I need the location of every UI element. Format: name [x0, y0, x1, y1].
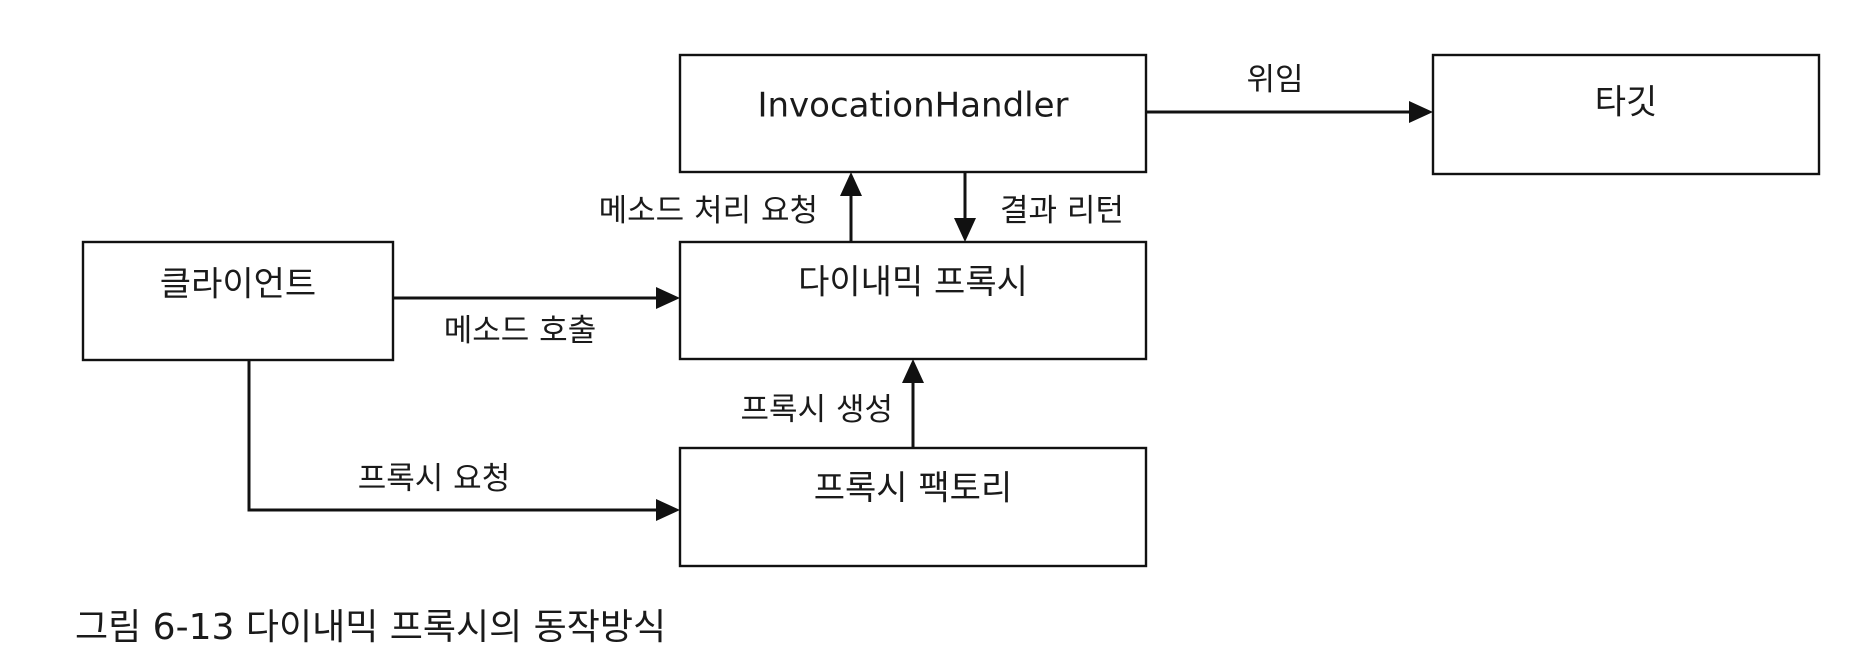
- proxy-factory-node: 프록시 팩토리: [678, 446, 1148, 568]
- method-processing-request-label: 메소드 처리 요청: [599, 193, 818, 229]
- dynamic-proxy-node: 다이내믹 프록시: [678, 240, 1148, 361]
- proxy-request-arrowhead: [656, 499, 680, 521]
- delegate-label: 위임: [1246, 62, 1303, 98]
- invocation-handler-node: InvocationHandler: [678, 53, 1148, 174]
- proxy-factory-label: 프록시 팩토리: [814, 469, 1013, 509]
- delegate-arrowhead: [1409, 101, 1433, 123]
- delegate-edge: 위임: [1146, 62, 1433, 123]
- proxy-request-label: 프록시 요청: [358, 461, 510, 497]
- figure-caption: 그림 6-13 다이내믹 프록시의 동작방식: [75, 607, 667, 648]
- target-node: 타깃: [1431, 53, 1821, 176]
- proxy-creation-label: 프록시 생성: [741, 392, 893, 428]
- invocation-handler-label: InvocationHandler: [757, 86, 1068, 126]
- proxy-creation-edge: 프록시 생성: [741, 359, 924, 448]
- method-processing-request-arrowhead: [840, 172, 862, 196]
- method-call-edge: 메소드 호출: [393, 287, 680, 349]
- result-return-edge: 결과 리턴: [954, 172, 1124, 242]
- target-label: 타깃: [1595, 83, 1658, 123]
- dynamic-proxy-label: 다이내믹 프록시: [798, 263, 1028, 303]
- result-return-label: 결과 리턴: [1000, 193, 1124, 229]
- method-call-arrowhead: [656, 287, 680, 309]
- client-node: 클라이언트: [81, 240, 395, 362]
- proxy-creation-arrowhead: [902, 359, 924, 383]
- client-label: 클라이언트: [160, 265, 316, 305]
- result-return-arrowhead: [954, 218, 976, 242]
- method-processing-request-edge: 메소드 처리 요청: [599, 172, 862, 242]
- method-call-label: 메소드 호출: [444, 313, 596, 349]
- proxy-request-edge: 프록시 요청: [247, 360, 680, 521]
